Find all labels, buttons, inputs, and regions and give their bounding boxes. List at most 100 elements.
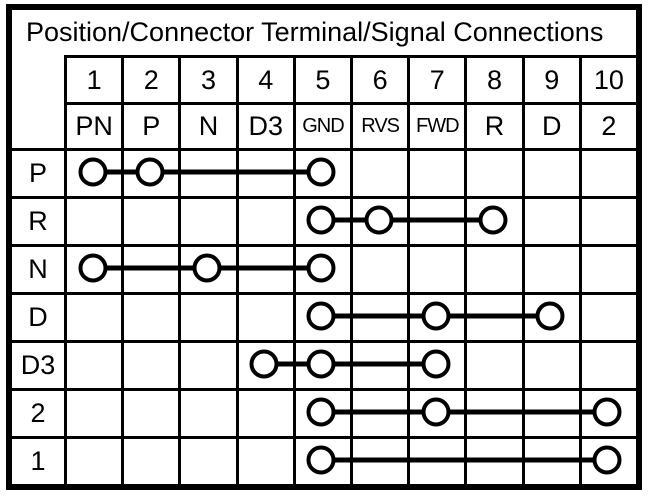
grid-cell: [235, 436, 293, 484]
grid-cell: [121, 340, 179, 388]
connection-line: [321, 409, 608, 415]
signal-name-cell: FWD: [407, 102, 465, 148]
grid-cell: [292, 196, 351, 244]
terminal-number-cell: 6: [350, 55, 408, 102]
signal-name-cell: RVS: [350, 102, 408, 148]
position-label: R: [12, 196, 64, 244]
position-label: D: [12, 292, 64, 340]
terminal-circle: [478, 205, 508, 235]
signal-name-cell: D: [521, 102, 579, 148]
grid-cell: [121, 436, 179, 484]
grid-cell: [292, 388, 351, 436]
grid-cell: [521, 196, 579, 244]
terminal-circle: [306, 157, 336, 187]
signal-name-cell: P: [121, 102, 179, 148]
grid-cell: [578, 196, 637, 244]
terminal-circle: [306, 445, 336, 475]
connection-row: N: [12, 244, 637, 292]
grid-cell: [521, 340, 579, 388]
connection-row: D: [12, 292, 637, 340]
grid-cell: [578, 292, 637, 340]
terminal-circle: [592, 397, 622, 427]
grid-cell: [350, 148, 408, 196]
grid-cell: [235, 292, 293, 340]
grid-cell: [64, 244, 122, 292]
grid-cell: [121, 292, 179, 340]
terminal-circle: [306, 349, 336, 379]
signal-name-cell: GND: [292, 102, 351, 148]
grid-cell: [178, 292, 236, 340]
terminal-circle: [421, 349, 451, 379]
terminal-circle: [535, 301, 565, 331]
corner-spacer: [12, 102, 64, 148]
grid-cell: [178, 388, 236, 436]
grid-cell: [407, 244, 465, 292]
grid-cell: [578, 340, 637, 388]
connection-row: 2: [12, 388, 637, 436]
terminal-number-cell: 2: [121, 55, 179, 102]
terminal-circle: [78, 253, 108, 283]
connection-row: D3: [12, 340, 637, 388]
grid-cell: [64, 148, 122, 196]
grid-cell: [121, 196, 179, 244]
terminal-circle: [306, 397, 336, 427]
grid-cell: [292, 436, 351, 484]
terminal-circle: [364, 205, 394, 235]
connection-line: [92, 169, 322, 175]
terminal-number-cell: 5: [292, 55, 351, 102]
signal-name-cell: PN: [64, 102, 122, 148]
terminal-circle: [306, 205, 336, 235]
grid-cell: [578, 244, 637, 292]
terminal-circle: [306, 253, 336, 283]
grid-cell: [121, 388, 179, 436]
table-title: Position/Connector Terminal/Signal Conne…: [26, 17, 604, 47]
grid-cell: [178, 436, 236, 484]
position-label: 2: [12, 388, 64, 436]
grid-cell: [350, 244, 408, 292]
grid-cell: [292, 292, 351, 340]
grid-cell: [235, 340, 293, 388]
signal-name-cell: R: [464, 102, 522, 148]
connection-row: R: [12, 196, 637, 244]
grid-cell: [407, 148, 465, 196]
connection-line: [321, 217, 493, 223]
terminal-circle: [306, 301, 336, 331]
grid-cell: [64, 388, 122, 436]
terminal-circle: [78, 157, 108, 187]
grid-cell: [235, 388, 293, 436]
terminal-number-cell: 4: [235, 55, 293, 102]
position-label: D3: [12, 340, 64, 388]
terminal-number-cell: 9: [521, 55, 579, 102]
signal-name-cell: D3: [235, 102, 293, 148]
terminal-number-cell: 7: [407, 55, 465, 102]
grid-cell: [521, 148, 579, 196]
corner-spacer: [12, 55, 64, 102]
grid-cell: [64, 196, 122, 244]
connection-row: 1: [12, 436, 637, 484]
connection-table: Position/Connector Terminal/Signal Conne…: [6, 4, 642, 490]
terminal-number-cell: 10: [578, 55, 637, 102]
terminal-circle: [421, 301, 451, 331]
terminal-circle: [135, 157, 165, 187]
grid-cell: [178, 196, 236, 244]
grid-cell: [235, 196, 293, 244]
grid-cell: [64, 292, 122, 340]
terminal-circle: [592, 445, 622, 475]
grid-cell: [64, 340, 122, 388]
terminal-circle: [192, 253, 222, 283]
grid-cell: [464, 340, 522, 388]
terminal-circle: [421, 397, 451, 427]
position-label: 1: [12, 436, 64, 484]
position-label: P: [12, 148, 64, 196]
grid-cell: [578, 148, 637, 196]
connection-row: P: [12, 148, 637, 196]
terminal-number-cell: 3: [178, 55, 236, 102]
terminal-number-cell: 1: [64, 55, 122, 102]
signal-name-cell: N: [178, 102, 236, 148]
terminal-number-cell: 8: [464, 55, 522, 102]
grid-cell: [464, 244, 522, 292]
